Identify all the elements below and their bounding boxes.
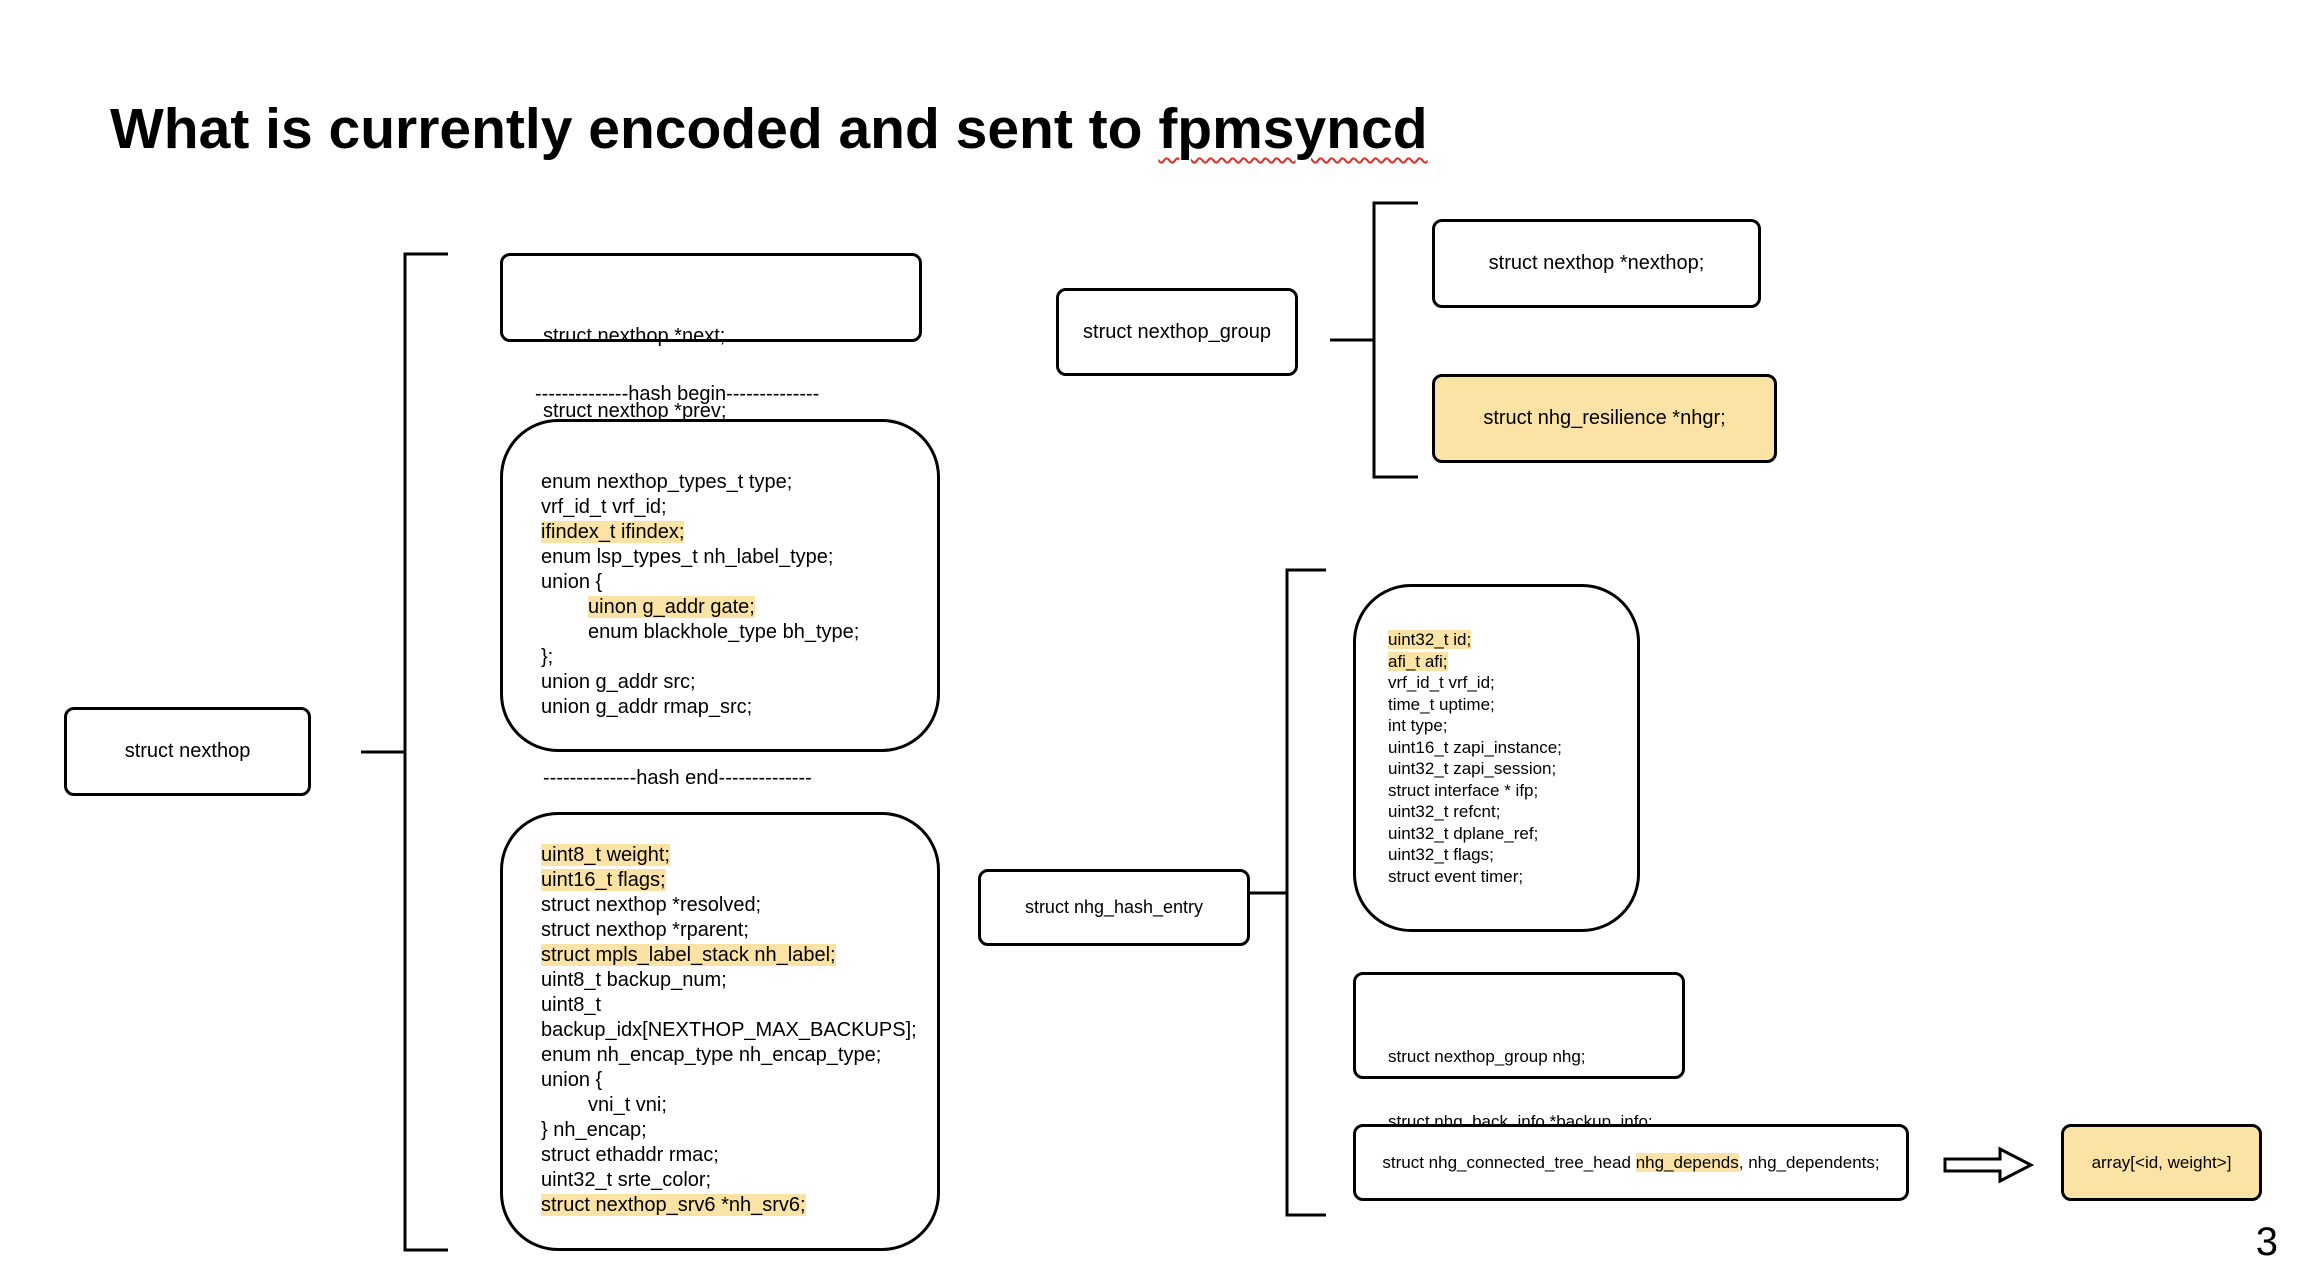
field-line: uint8_t weight; — [541, 843, 917, 868]
nhg-depends-box: struct nhg_connected_tree_head nhg_depen… — [1353, 1124, 1909, 1201]
field-text: vrf_id_t vrf_id; — [1388, 673, 1495, 692]
field-line: enum nh_encap_type nh_encap_type; — [541, 1043, 917, 1068]
struct-nhg-hash-entry-box: struct nhg_hash_entry — [978, 869, 1250, 946]
field-text: enum blackhole_type bh_type; — [588, 621, 860, 643]
field-text: uint32_t flags; — [1388, 845, 1494, 864]
field-line: uint32_t srte_color; — [541, 1168, 917, 1193]
field-text: uint32_t srte_color; — [541, 1169, 712, 1191]
field-line: struct event timer; — [1388, 866, 1562, 888]
field-line: int type; — [1388, 715, 1562, 737]
field-line: struct ethaddr rmac; — [541, 1143, 917, 1168]
field-text: struct nexthop *rparent; — [541, 919, 749, 941]
field-text: enum nh_encap_type nh_encap_type; — [541, 1044, 882, 1066]
nhg-hash-entry-fields-box: uint32_t id; afi_t afi; vrf_id_t vrf_id;ti… — [1353, 584, 1640, 932]
field-text: time_t uptime; — [1388, 694, 1495, 714]
field-text: backup_idx[NEXTHOP_MAX_BACKUPS]; — [541, 1019, 917, 1041]
field-text: enum nexthop_types_t type; — [541, 471, 793, 493]
field-line: uint32_t id; — [1388, 629, 1562, 651]
field-text: uint16_t zapi_instance; — [1388, 737, 1562, 757]
field-text: struct interface * ifp; — [1388, 780, 1539, 800]
field-text: vni_t vni; — [588, 1094, 667, 1116]
field-line: uint8_t backup_num; — [541, 968, 917, 993]
highlighted-field: struct mpls_label_stack nh_label; — [541, 944, 836, 966]
field-line: uinon g_addr gate; — [541, 595, 859, 620]
field-line: union g_addr rmap_src; — [541, 695, 859, 720]
field-line: ifindex_t ifindex; — [541, 520, 859, 545]
field-text: uint32_t dplane_ref; — [1388, 823, 1539, 843]
highlighted-field: uint32_t id; — [1388, 630, 1472, 649]
struct-nexthop-group-box: struct nexthop_group — [1056, 288, 1298, 376]
field-line: vrf_id_t vrf_id; — [1388, 672, 1562, 694]
nexthop-bracket — [403, 252, 448, 1252]
highlighted-field: afi_t afi; — [1388, 651, 1448, 671]
highlighted-field: uint8_t weight; — [541, 844, 670, 866]
hollow-arrow-icon — [1943, 1146, 2035, 1184]
field-text: union { — [541, 571, 603, 593]
field-line: vni_t vni; — [541, 1093, 917, 1118]
field-text: int type; — [1388, 716, 1448, 735]
field-line: union { — [541, 1068, 917, 1093]
id-weight-array-box: array[<id, weight>] — [2061, 1124, 2262, 1201]
field-line: enum nexthop_types_t type; — [541, 470, 859, 495]
field-line: uint32_t flags; — [1388, 844, 1562, 866]
field-line: struct interface * ifp; — [1388, 780, 1562, 802]
field-text: uint8_t backup_num; — [541, 969, 727, 991]
field-text: struct nexthop *resolved; — [541, 894, 762, 916]
field-line: union g_addr src; — [541, 670, 859, 695]
field-text: vrf_id_t vrf_id; — [541, 496, 667, 518]
nhg-hash-entry-bracket — [1285, 568, 1326, 1217]
field-line: time_t uptime; — [1388, 694, 1562, 716]
field-text: uint8_t — [541, 994, 602, 1016]
field-line: }; — [541, 645, 859, 670]
field-line: struct nexthop *resolved; — [541, 893, 917, 918]
field-line: uint32_t refcnt; — [1388, 801, 1562, 823]
highlighted-field: ifindex_t ifindex; — [541, 521, 685, 543]
field-line: union { — [541, 570, 859, 595]
nexthop-links-box: struct nexthop *next; struct nexthop *pr… — [500, 253, 922, 422]
field-line: } nh_encap; — [541, 1118, 917, 1143]
field-line: uint32_t zapi_session; — [1388, 758, 1562, 780]
field-line: struct nexthop_srv6 *nh_srv6; — [541, 1193, 917, 1218]
hash-fields-list: enum nexthop_types_t type; vrf_id_t vrf_i… — [541, 470, 859, 720]
nexthop-pointer-box: struct nexthop *nexthop; — [1432, 219, 1761, 308]
field-text: union g_addr src; — [541, 671, 696, 693]
struct-nexthop-box: struct nexthop — [64, 707, 311, 796]
highlighted-field: uint16_t flags; — [541, 869, 666, 891]
field-text: struct event timer; — [1388, 866, 1524, 886]
field-text: struct ethaddr rmac; — [541, 1144, 719, 1166]
hash-begin-separator: --------------hash begin-------------- — [535, 383, 820, 405]
hash-end-separator: --------------hash end-------------- — [543, 767, 812, 789]
field-line: vrf_id_t vrf_id; — [541, 495, 859, 520]
other-fields-list: uint8_t weight; uint16_t flags; struct nex… — [541, 843, 917, 1218]
field-line: uint8_t — [541, 993, 917, 1018]
field-line: backup_idx[NEXTHOP_MAX_BACKUPS]; — [541, 1018, 917, 1043]
spellcheck-word: fpmsyncd — [1158, 97, 1428, 161]
field-text: union { — [541, 1069, 603, 1091]
field-line: uint32_t dplane_ref; — [1388, 823, 1562, 845]
field-line: struct nexthop *rparent; — [541, 918, 917, 943]
nhg-resilience-box: struct nhg_resilience *nhgr; — [1432, 374, 1777, 463]
field-text: }; — [541, 646, 554, 668]
field-line: afi_t afi; — [1388, 651, 1562, 673]
page-number: 3 — [2255, 1220, 2278, 1264]
nexthop-group-bracket — [1372, 201, 1418, 479]
field-text: uint32_t refcnt; — [1388, 802, 1501, 821]
highlighted-field: struct nexthop_srv6 *nh_srv6; — [541, 1194, 806, 1216]
field-line: enum lsp_types_t nh_label_type; — [541, 545, 859, 570]
field-text: union g_addr rmap_src; — [541, 696, 753, 718]
field-text: enum lsp_types_t nh_label_type; — [541, 546, 834, 568]
field-text: uint32_t zapi_session; — [1388, 759, 1557, 778]
field-line: uint16_t zapi_instance; — [1388, 737, 1562, 759]
highlighted-field: uinon g_addr gate; — [588, 596, 755, 618]
field-text: } nh_encap; — [541, 1119, 647, 1141]
field-line: uint16_t flags; — [541, 868, 917, 893]
page-title: What is currently encoded and sent to fp… — [110, 97, 1428, 161]
nexthop-hash-fields-box: enum nexthop_types_t type; vrf_id_t vrf_i… — [500, 419, 940, 752]
nexthop-other-fields-box: uint8_t weight; uint16_t flags; struct nex… — [500, 812, 940, 1251]
field-line: struct mpls_label_stack nh_label; — [541, 943, 917, 968]
nhg-group-box: struct nexthop_group nhg; struct nhg_bac… — [1353, 972, 1685, 1131]
field-line: enum blackhole_type bh_type; — [541, 620, 859, 645]
nhg-fields-list: uint32_t id; afi_t afi; vrf_id_t vrf_id;ti… — [1388, 629, 1562, 887]
